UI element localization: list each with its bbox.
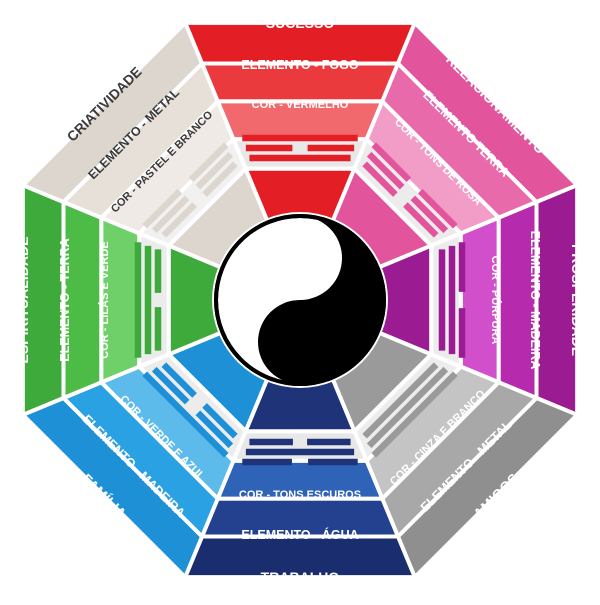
color-label: COR - PÚRPURA [489,256,502,345]
trigram-line [161,202,197,238]
trigram-line [366,366,449,449]
trigram-line [371,142,412,183]
element-label: ELEMENTO - FOGO [241,58,359,72]
trigram-line [161,362,197,398]
sector-south: TRABALHO ELEMENTO - ÁGUA COR - TONS ESCURO… [183,377,417,585]
trigram-line [195,410,234,449]
trigram-line [142,371,229,458]
color-label: COR - LILÁS E VERDE [98,241,111,359]
sector-east: PROSPERIDADE ELEMENTO - MADEIRA COR - PÚRP… [377,183,585,417]
white-gap-band [231,429,369,463]
trigram-line [202,161,238,197]
trigram-line [366,151,405,190]
white-gap-band [231,137,369,171]
white-gap-band [137,231,171,369]
yin-yang-icon [212,212,388,388]
trigram-line [362,362,439,439]
white-gap-band [429,231,463,369]
color-label: COR - TONS ESCUROS [239,489,361,501]
trigram-line [410,195,449,234]
area-label: ESPIRITUALIDADE [15,237,31,364]
area-label: SUCESSO [266,15,335,31]
element-label: ELEMENTO - ÁGUA [241,527,358,542]
trigram-line [195,151,234,190]
trigram-line [151,195,190,234]
trigram-line [142,188,183,229]
area-label: TRABALHO [261,569,340,585]
element-label: ELEMENTO - TERRA [58,238,72,361]
trigram-line [371,371,458,458]
trigram-line [403,202,439,238]
element-label: ELEMENTO - MADEIRA [528,231,542,370]
color-label: COR - VERMELHO [252,99,349,111]
trigram-line [202,403,238,439]
trigram-line [151,366,190,405]
trigram-line [188,142,229,183]
trigram-line [417,188,458,229]
area-label: PROSPERIDADE [569,244,585,356]
trigram-line [362,161,398,197]
